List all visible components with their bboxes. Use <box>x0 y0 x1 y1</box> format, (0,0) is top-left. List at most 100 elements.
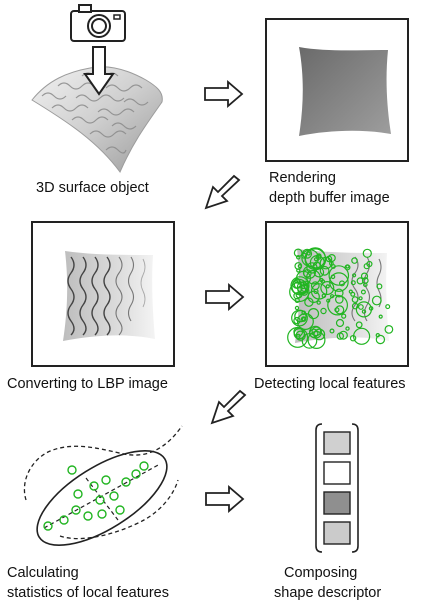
feature-circle <box>334 288 344 298</box>
feature-circle <box>351 296 359 303</box>
feature-circle <box>303 268 312 278</box>
feature-circle <box>301 284 306 290</box>
features-image <box>287 247 394 349</box>
feature-circle <box>357 304 364 310</box>
feature-circle <box>351 302 359 310</box>
feature-circle <box>350 291 356 297</box>
rendering-label-2: depth buffer image <box>269 190 390 206</box>
feature-circle <box>319 277 324 283</box>
feature-circle <box>348 289 353 294</box>
feature-circle <box>291 309 308 327</box>
depth-buffer-frame <box>265 18 409 162</box>
features-image-frame <box>265 221 409 367</box>
feature-circle <box>300 316 307 322</box>
feature-circle <box>384 324 394 334</box>
feature-circle <box>320 280 335 295</box>
feature-circle <box>293 281 302 289</box>
camera-icon <box>70 4 126 42</box>
feature-circle <box>304 297 314 307</box>
feature-circle <box>368 306 374 311</box>
feature-circle <box>338 330 348 340</box>
feature-circle <box>350 280 356 286</box>
feature-circle <box>363 263 370 270</box>
descriptor-bin <box>323 521 351 545</box>
feature-circle <box>360 289 366 295</box>
calc-label-2: statistics of local features <box>7 585 169 601</box>
feature-circle <box>325 284 330 289</box>
feature-circle <box>310 281 320 291</box>
lbp-label: Converting to LBP image <box>7 376 168 392</box>
shape-descriptor-vector <box>315 423 359 553</box>
feature-circle <box>345 326 350 331</box>
right-arrow-icon <box>205 283 245 311</box>
feature-circle <box>385 304 391 310</box>
down-arrow-icon <box>83 46 115 96</box>
feature-circle <box>296 268 301 273</box>
feature-circle <box>319 265 330 276</box>
feature-circle <box>356 277 364 285</box>
feature-circle <box>301 333 318 349</box>
feature-circle <box>378 314 383 319</box>
feature-circle <box>329 328 335 334</box>
feature-circle <box>375 334 386 345</box>
feature-circle <box>335 295 344 304</box>
feature-circle <box>329 272 349 292</box>
rendering-label-1: Rendering <box>269 170 336 186</box>
depth-buffer-image <box>299 47 391 136</box>
feature-circle <box>352 327 371 345</box>
compose-label-2: shape descriptor <box>274 585 382 601</box>
feature-circle <box>336 332 345 340</box>
feature-circle <box>358 296 363 301</box>
right-arrow-icon <box>205 485 245 513</box>
descriptor-bin <box>323 491 351 515</box>
feature-circle <box>351 273 357 278</box>
feature-circle <box>293 248 303 258</box>
feature-circle <box>316 300 321 305</box>
feature-statistics-diagram <box>23 425 183 547</box>
feature-circle <box>313 328 326 341</box>
feature-circle <box>351 257 358 264</box>
feature-circle <box>307 290 320 304</box>
feature-circle <box>363 282 368 288</box>
calc-label-1: Calculating <box>7 565 79 581</box>
feature-circle <box>376 283 383 290</box>
feature-circle <box>302 280 309 287</box>
feature-circle <box>362 248 372 258</box>
diagonal-arrow-icon <box>210 389 247 425</box>
feature-circle <box>341 313 347 319</box>
feature-circle <box>293 292 301 300</box>
feature-circle <box>326 298 331 303</box>
lbp-image-frame <box>31 221 175 367</box>
descriptor-bin <box>323 431 351 455</box>
lbp-image <box>63 251 155 341</box>
feature-circle <box>311 326 322 337</box>
feature-circle <box>335 318 345 328</box>
feature-circle <box>301 252 308 259</box>
feature-circle <box>330 264 336 269</box>
feature-circle <box>295 254 301 260</box>
feature-circle <box>329 294 335 299</box>
feature-circle <box>349 334 357 342</box>
feature-circle <box>320 307 327 315</box>
feature-circle <box>355 301 373 318</box>
feature-circle <box>327 294 348 316</box>
feature-circle <box>312 261 321 270</box>
feature-circle <box>293 316 301 325</box>
feature-circle <box>307 330 326 349</box>
descriptor-bin <box>323 461 351 485</box>
detect-label: Detecting local features <box>254 376 406 392</box>
right-arrow-icon <box>204 80 244 108</box>
feature-circle <box>371 295 382 306</box>
surface-label: 3D surface object <box>36 180 149 196</box>
feature-circle <box>287 326 309 348</box>
feature-circle <box>360 272 369 280</box>
diagonal-arrow-icon <box>204 174 241 210</box>
feature-circle <box>335 305 345 315</box>
compose-label-1: Composing <box>284 565 358 581</box>
feature-circle <box>375 332 381 338</box>
feature-circle <box>325 255 333 263</box>
feature-circle <box>328 265 350 286</box>
feature-circle <box>319 256 333 270</box>
feature-circle <box>334 307 340 313</box>
feature-circle <box>361 309 367 314</box>
